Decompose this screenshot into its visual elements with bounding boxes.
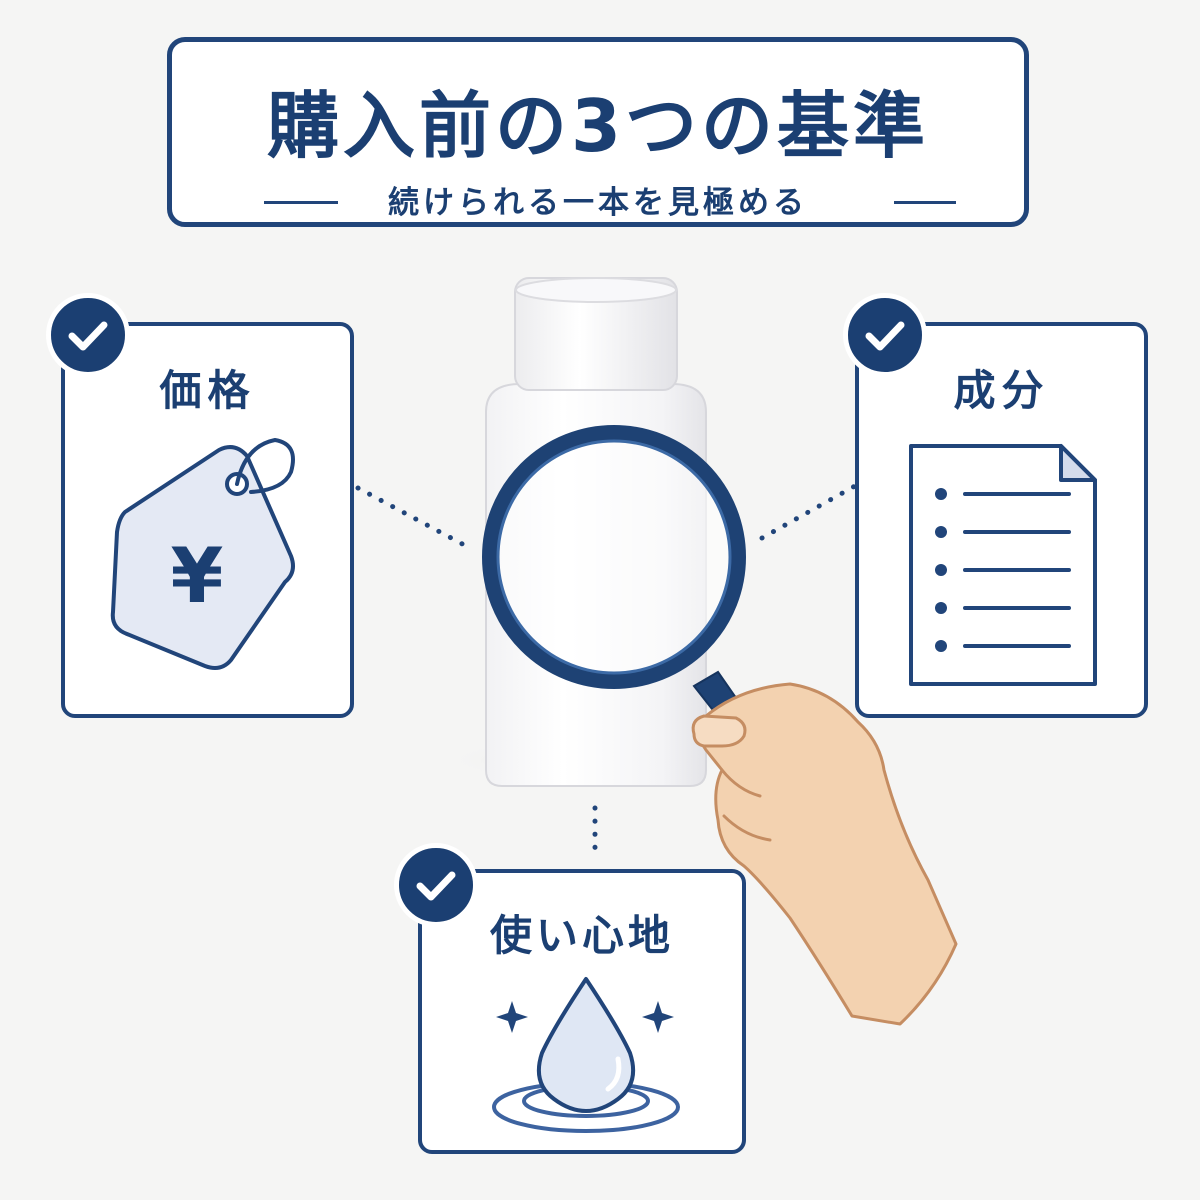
criterion-label-usability: 使い心地	[489, 911, 674, 960]
magnifier-lens	[490, 433, 738, 681]
criterion-label-price: 価格	[159, 366, 256, 415]
check-icon	[416, 871, 456, 901]
bottle-cap-top	[515, 277, 677, 303]
check-icon	[68, 321, 108, 351]
connector-right	[759, 483, 858, 541]
check-badge-ingredients	[843, 293, 927, 377]
page-subtitle: 続けられる一本を見極める	[388, 185, 808, 221]
yen-symbol: ¥	[171, 531, 224, 620]
ingredient-list-icon	[909, 444, 1097, 686]
connector-left	[355, 485, 471, 550]
criterion-card-usability: 使い心地	[418, 869, 746, 1154]
subtitle-divider-right	[894, 201, 956, 204]
hand	[698, 682, 958, 1026]
price-tag-icon: ¥	[110, 437, 295, 670]
water-drop-icon	[492, 977, 680, 1133]
subtitle-divider-left	[264, 201, 338, 204]
criterion-card-ingredients: 成分	[855, 322, 1148, 718]
criterion-card-price: 価格 ¥	[61, 322, 354, 718]
title-box: 購入前の3つの基準 続けられる一本を見極める	[167, 37, 1029, 227]
criterion-label-ingredients: 成分	[953, 366, 1050, 415]
check-icon	[865, 321, 905, 351]
page-title: 購入前の3つの基準	[266, 84, 930, 168]
check-badge-usability	[394, 843, 478, 927]
magnifier-rim	[482, 425, 746, 689]
check-badge-price	[46, 293, 130, 377]
subtitle-row: 続けられる一本を見極める	[172, 183, 1024, 223]
